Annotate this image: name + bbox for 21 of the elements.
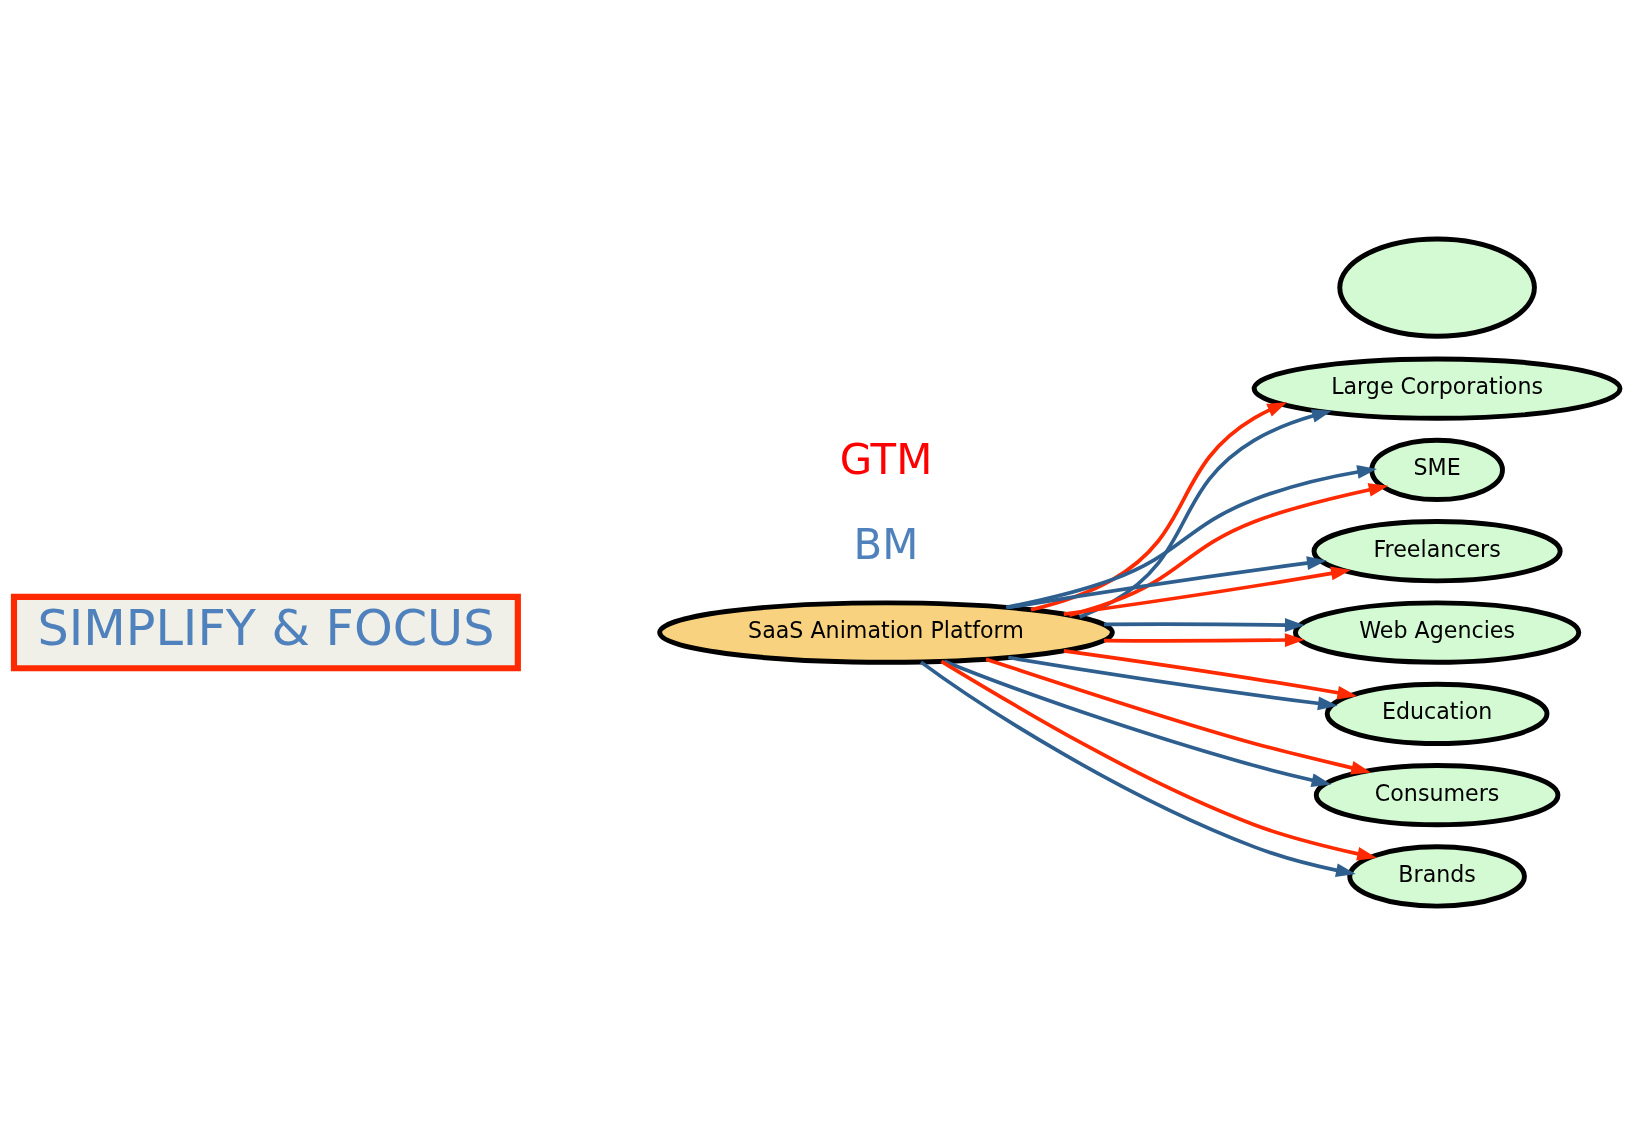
arrow [1068,483,1388,617]
arrow [1007,556,1327,610]
arrow [943,659,1331,787]
arrow [939,659,1377,861]
label: BM [853,520,918,570]
arrow [919,660,1356,878]
arrow [1005,465,1377,610]
node-ellipse: Education [1324,681,1549,746]
arrow [1030,402,1287,612]
node-ellipse: SaaS Animation Platform [656,600,1115,665]
arrow [1078,409,1332,619]
node-ellipse [1336,236,1537,339]
arrow [1007,655,1338,711]
arrow [1063,566,1351,617]
arrow [985,657,1371,775]
node-box: SIMPLIFY & FOCUS [10,593,521,672]
label: GTM [839,435,932,485]
arrow [1063,649,1357,700]
node-ellipse: Web Agencies [1292,600,1581,665]
arrow [1103,633,1305,647]
arrow [1103,618,1305,632]
